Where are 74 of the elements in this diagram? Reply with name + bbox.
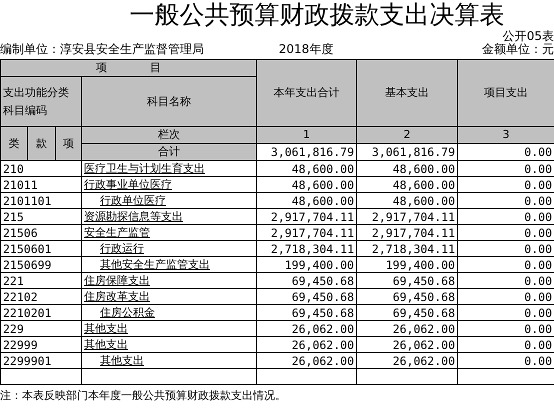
header-label: 项 目 bbox=[0, 60, 256, 76]
column-number: 2 bbox=[356, 126, 458, 144]
fiscal-year: 2018年度 bbox=[278, 40, 334, 58]
subject-code: 22102 bbox=[0, 288, 82, 304]
header-label: 本年支出合计 bbox=[256, 60, 356, 126]
subject-name: 其他安全生产监管支出 bbox=[82, 256, 256, 272]
subject-name: 行政运行 bbox=[82, 240, 256, 256]
subject-name: 行政事业单位医疗 bbox=[82, 176, 256, 192]
amount-value: 69,450.68 bbox=[356, 304, 458, 320]
amount-value: 48,600.00 bbox=[356, 160, 458, 176]
amount-value: 26,062.00 bbox=[256, 352, 356, 368]
amount-value: 2,917,704.11 bbox=[256, 224, 356, 240]
amount-value: 69,450.68 bbox=[356, 272, 458, 288]
header-label: 栏次 bbox=[82, 126, 256, 144]
subject-code: 2150699 bbox=[0, 256, 82, 272]
amount-value: 48,600.00 bbox=[256, 176, 356, 192]
subject-code: 2150601 bbox=[0, 240, 82, 256]
header-label: 科目名称 bbox=[82, 76, 256, 126]
subject-name: 行政单位医疗 bbox=[82, 192, 256, 208]
amount-value: 2,917,704.11 bbox=[356, 208, 458, 224]
amount-value: 26,062.00 bbox=[356, 352, 458, 368]
amount-value: 48,600.00 bbox=[356, 192, 458, 208]
amount-value: 2,917,704.11 bbox=[356, 224, 458, 240]
total-label: 合计 bbox=[82, 144, 256, 160]
amount-value: 26,062.00 bbox=[356, 320, 458, 336]
amount-value: 3,061,816.79 bbox=[256, 144, 356, 160]
subject-name: 其他支出 bbox=[82, 336, 256, 352]
amount-value: 199,400.00 bbox=[356, 256, 458, 272]
amount-value: 48,600.00 bbox=[256, 192, 356, 208]
subject-code: 22999 bbox=[0, 336, 82, 352]
subject-code: 2101101 bbox=[0, 192, 82, 208]
subject-name: 住房公积金 bbox=[82, 304, 256, 320]
header-label: 项 bbox=[56, 126, 82, 160]
amount-value: 3,061,816.79 bbox=[356, 144, 458, 160]
header-label: 类 bbox=[0, 126, 28, 160]
amount-value: 2,718,304.11 bbox=[356, 240, 458, 256]
amount-value: 2,917,704.11 bbox=[256, 208, 356, 224]
subject-name: 其他支出 bbox=[82, 352, 256, 368]
header-label: 项目支出 bbox=[458, 60, 554, 126]
amount-value: 26,062.00 bbox=[356, 336, 458, 352]
subject-name: 安全生产监管 bbox=[82, 224, 256, 240]
subject-code: 2299901 bbox=[0, 352, 82, 368]
amount-value: 26,062.00 bbox=[256, 320, 356, 336]
amount-value: 69,450.68 bbox=[256, 304, 356, 320]
subject-name: 住房保障支出 bbox=[82, 272, 256, 288]
amount-unit: 金额单位：元 bbox=[481, 42, 554, 58]
column-number: 1 bbox=[256, 126, 356, 144]
amount-value: 26,062.00 bbox=[256, 336, 356, 352]
subject-name: 资源勘探信息等支出 bbox=[82, 208, 256, 224]
subject-code: 2210201 bbox=[0, 304, 82, 320]
header-label: 款 bbox=[28, 126, 56, 160]
subject-name: 住房改革支出 bbox=[82, 288, 256, 304]
subject-code: 229 bbox=[0, 320, 82, 336]
column-number: 3 bbox=[458, 126, 554, 144]
subject-code: 21011 bbox=[0, 176, 82, 192]
amount-value: 69,450.68 bbox=[256, 272, 356, 288]
header-label: 基本支出 bbox=[356, 60, 458, 126]
amount-value: 199,400.00 bbox=[256, 256, 356, 272]
table-title: 一般公共预算财政拨款支出决算表 bbox=[128, 0, 506, 30]
table-note: 注：本表反映部门本年度一般公共预算财政拨款支出情况。 bbox=[0, 388, 287, 403]
form-number: 公开05表 bbox=[502, 28, 554, 43]
amount-value: 48,600.00 bbox=[356, 176, 458, 192]
compiler-unit: 编制单位：淳安县安全生产监督管理局 bbox=[0, 40, 205, 58]
amount-value: 48,600.00 bbox=[256, 160, 356, 176]
header-label: 支出功能分类科目编码 bbox=[0, 76, 82, 126]
subject-code: 215 bbox=[0, 208, 82, 224]
amount-value: 2,718,304.11 bbox=[256, 240, 356, 256]
subject-name: 其他支出 bbox=[82, 320, 256, 336]
subject-code: 221 bbox=[0, 272, 82, 288]
subject-name: 医疗卫生与计划生育支出 bbox=[82, 160, 256, 176]
amount-value: 69,450.68 bbox=[356, 288, 458, 304]
amount-value: 69,450.68 bbox=[256, 288, 356, 304]
subject-code: 210 bbox=[0, 160, 82, 176]
subject-code: 21506 bbox=[0, 224, 82, 240]
